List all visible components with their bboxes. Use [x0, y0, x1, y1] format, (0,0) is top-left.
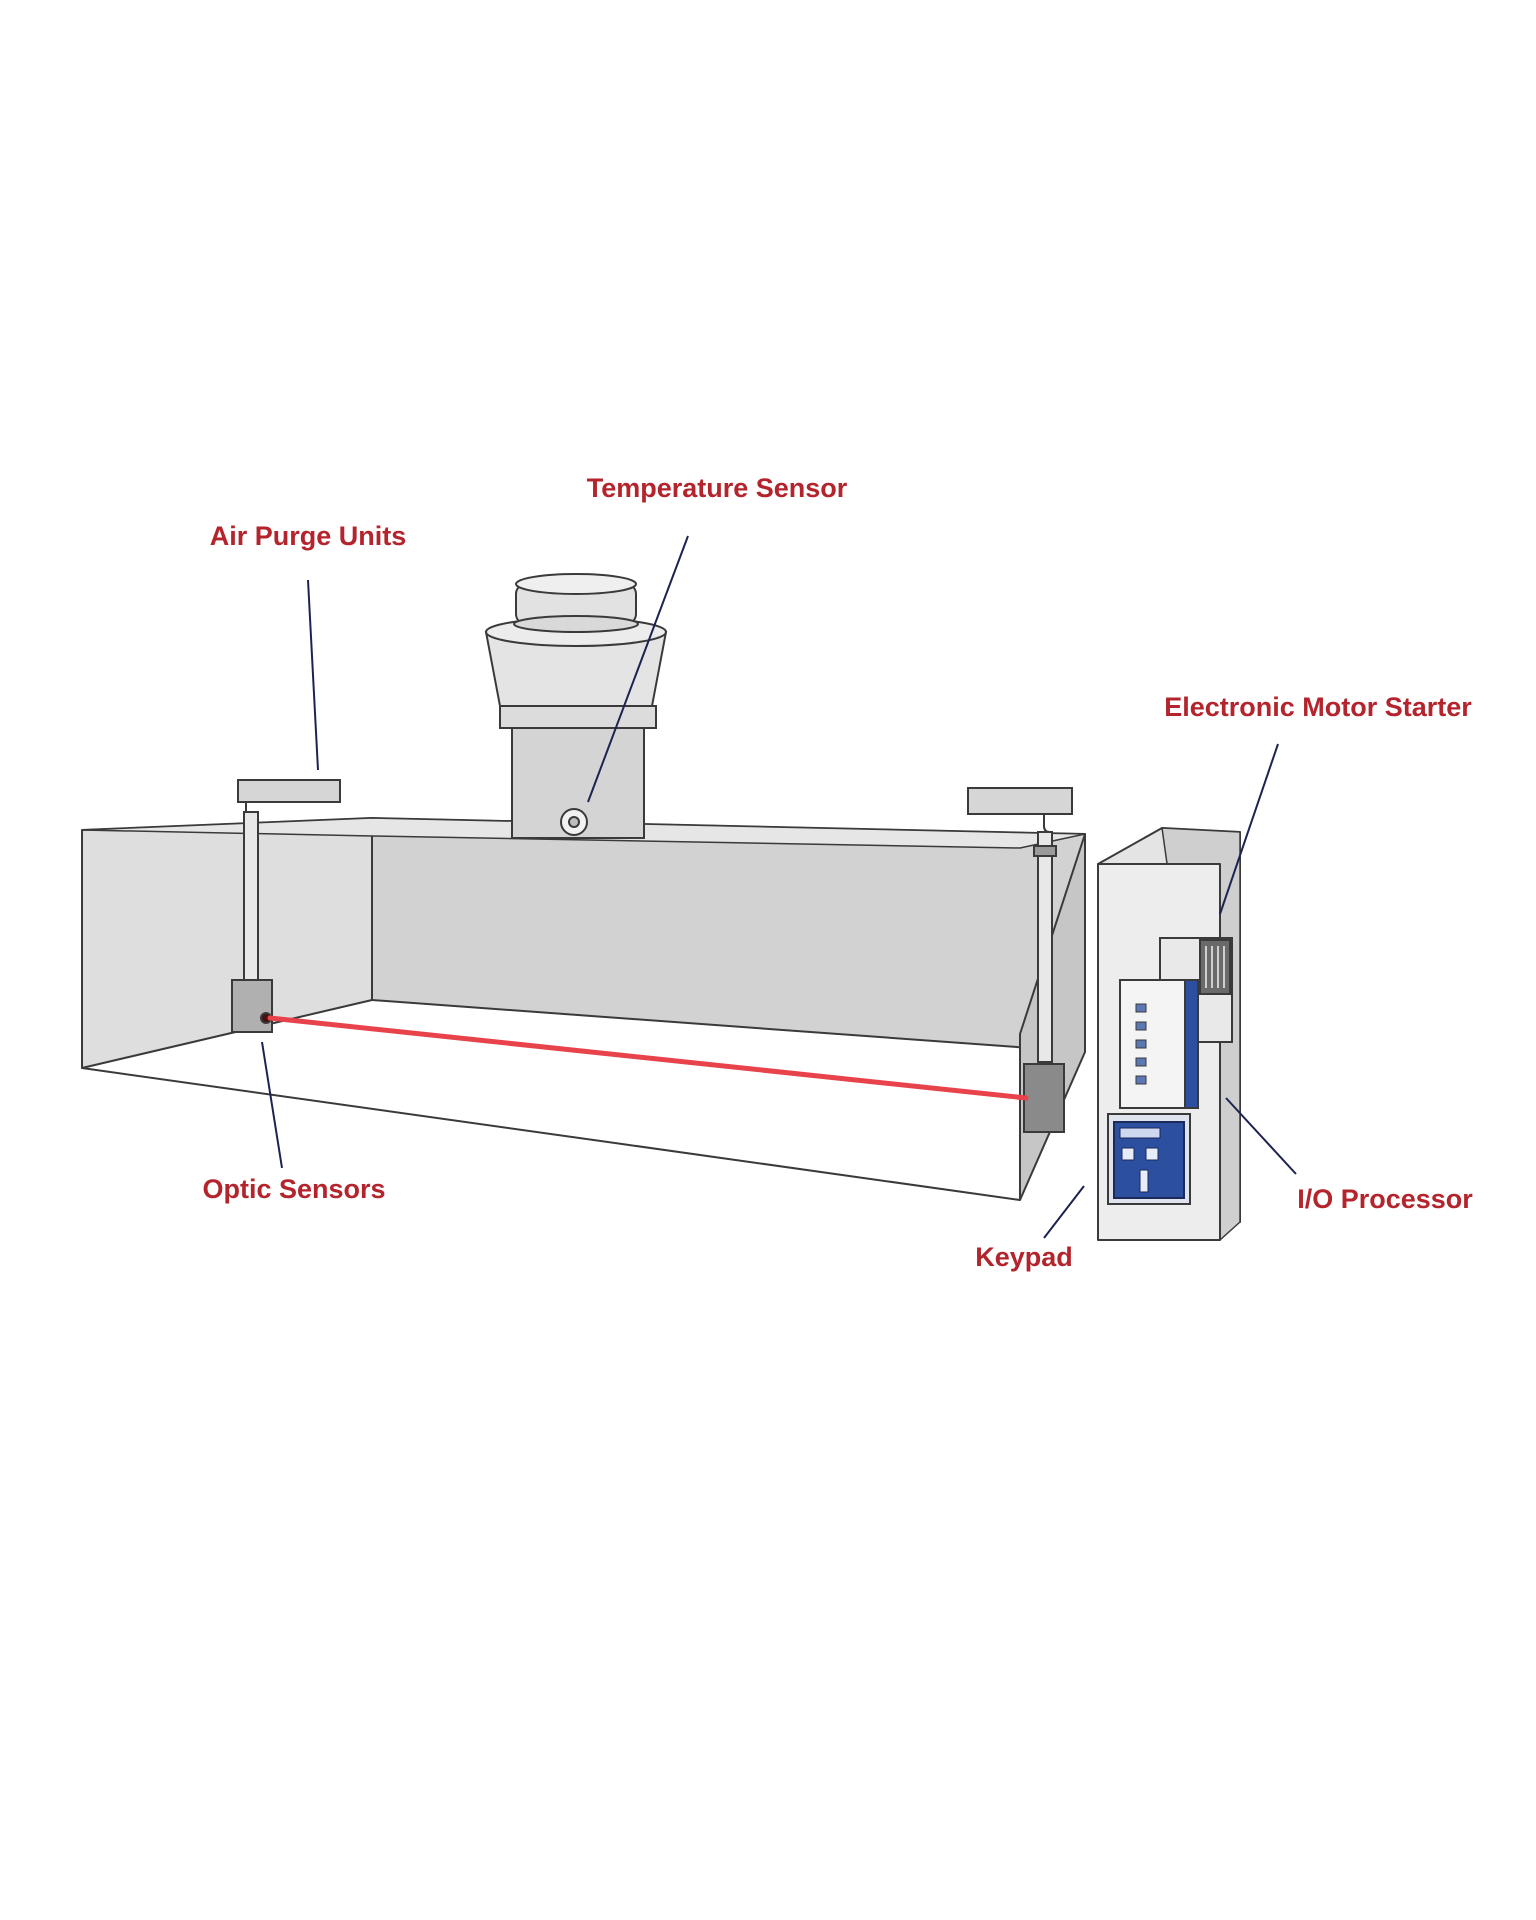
air-purge-unit-right	[967, 787, 1073, 1133]
optic-sensor-box-left	[231, 979, 273, 1033]
air-purge-pipe-left	[243, 811, 259, 999]
label-keypad: Keypad	[975, 1242, 1073, 1272]
io-processor-module	[1119, 979, 1199, 1109]
leader-air-purge-units	[307, 579, 319, 771]
exhaust-cap-top	[515, 573, 637, 595]
labels: Temperature Sensor Air Purge Units Elect…	[202, 473, 1473, 1272]
optic-sensor-box-right	[1023, 1063, 1065, 1133]
label-electronic-motor-starter: Electronic Motor Starter	[1164, 692, 1472, 722]
keypad-panel	[1107, 1113, 1191, 1205]
leader-optic-sensors	[261, 1041, 283, 1169]
optic-beam	[267, 1015, 1029, 1101]
label-io-processor: I/O Processor	[1297, 1184, 1473, 1214]
label-air-purge-units: Air Purge Units	[210, 521, 407, 551]
hood-bottom-edge	[81, 1067, 1021, 1201]
exhaust-cap-base	[513, 615, 639, 633]
keypad-key	[1139, 1169, 1149, 1193]
leader-electronic-motor-starter	[1219, 743, 1279, 915]
leader-keypad	[1043, 1185, 1085, 1239]
leader-io-processor	[1225, 1097, 1297, 1175]
exhaust-collar	[499, 705, 657, 729]
label-temperature-sensor: Temperature Sensor	[587, 473, 848, 503]
leader-temperature-sensor	[587, 535, 689, 803]
hood-left-wall	[81, 817, 373, 1069]
motor-starter-face	[1199, 939, 1231, 995]
air-purge-box-right	[967, 787, 1073, 815]
io-processor-terminal	[1135, 1075, 1147, 1085]
air-purge-box-left	[237, 779, 341, 803]
air-purge-elbow-right	[1043, 814, 1051, 833]
exhaust-fan	[484, 573, 668, 839]
label-optic-sensors: Optic Sensors	[202, 1174, 385, 1204]
io-processor-stripe	[1184, 979, 1199, 1109]
temperature-sensor	[560, 808, 588, 836]
keypad-key	[1121, 1147, 1135, 1161]
io-processor-terminal	[1135, 1003, 1147, 1013]
hood-back-wall	[371, 817, 1086, 1053]
keypad-key	[1145, 1147, 1159, 1161]
air-purge-unit-left	[231, 779, 341, 1033]
io-processor-terminal	[1135, 1039, 1147, 1049]
leader-lines	[261, 535, 1297, 1239]
air-purge-clamp-right	[1033, 845, 1057, 857]
io-processor-terminal	[1135, 1021, 1147, 1031]
temperature-sensor-core	[568, 816, 580, 828]
io-processor-terminal	[1135, 1057, 1147, 1067]
keypad-display	[1119, 1127, 1161, 1139]
air-purge-pipe-right	[1037, 831, 1053, 1063]
